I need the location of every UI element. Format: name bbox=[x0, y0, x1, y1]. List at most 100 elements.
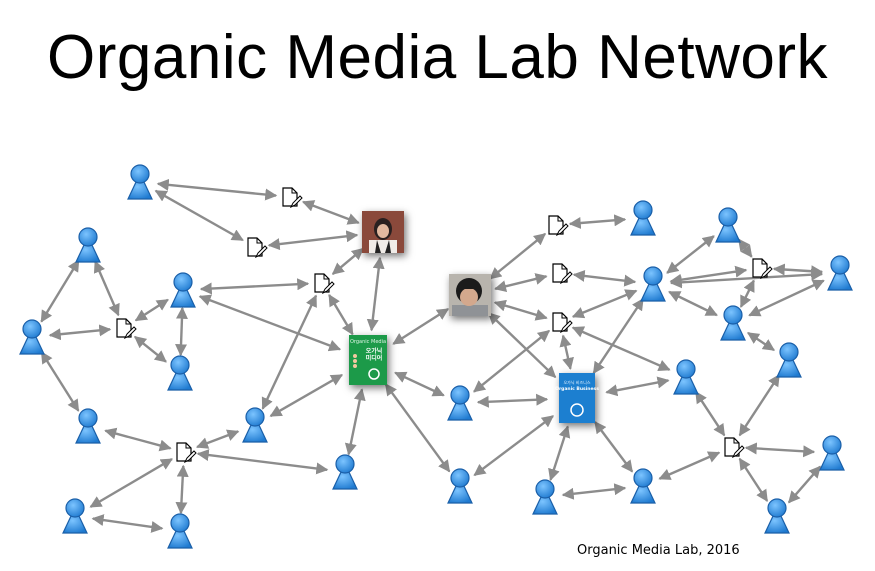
edge-P3-D3 bbox=[199, 278, 310, 295]
edge-D5-P8 bbox=[196, 449, 329, 475]
document-edit-icon[interactable] bbox=[552, 312, 573, 334]
edge-P17-P18 bbox=[747, 331, 775, 352]
edge-D5-P7 bbox=[195, 429, 240, 449]
edge-P15-P17 bbox=[668, 290, 718, 317]
edge-D2-F1 bbox=[267, 230, 359, 251]
edge-D5-P9 bbox=[89, 458, 173, 508]
person-icon[interactable] bbox=[332, 454, 358, 490]
document-edit-icon[interactable] bbox=[314, 273, 335, 295]
edge-D10-P22 bbox=[744, 442, 816, 458]
person-icon[interactable] bbox=[715, 207, 741, 243]
person-icon[interactable] bbox=[827, 255, 853, 291]
edge-D4-P4 bbox=[48, 324, 112, 341]
person-icon[interactable] bbox=[532, 479, 558, 515]
edge-D9-P16 bbox=[772, 263, 824, 278]
document-edit-icon[interactable] bbox=[552, 263, 573, 285]
edge-P7-G bbox=[269, 373, 344, 418]
caption: Organic Media Lab, 2016 bbox=[577, 543, 740, 558]
person-icon[interactable] bbox=[447, 468, 473, 504]
person-icon[interactable] bbox=[819, 435, 845, 471]
edge-P7-D3 bbox=[261, 294, 318, 410]
edge-P12-B bbox=[473, 415, 554, 477]
profile-photo-man[interactable] bbox=[449, 274, 491, 316]
edge-D5-P10 bbox=[175, 464, 189, 515]
edge-P3-G bbox=[198, 294, 342, 352]
person-icon[interactable] bbox=[242, 407, 268, 443]
edge-D3-G bbox=[328, 293, 354, 336]
edge-P2-P4 bbox=[40, 259, 80, 323]
book-title-ko: 오가닉 비즈니스 bbox=[563, 379, 590, 385]
book-title-ko: 미디어 bbox=[366, 354, 383, 362]
edge-P15-P14 bbox=[666, 235, 715, 274]
person-icon[interactable] bbox=[630, 200, 656, 236]
edge-G-F2 bbox=[392, 307, 450, 345]
edge-P15-P16 bbox=[669, 268, 824, 289]
edge-P14-D9 bbox=[737, 238, 753, 258]
edge-B-P19 bbox=[605, 376, 670, 397]
document-edit-icon[interactable] bbox=[116, 318, 137, 340]
person-icon[interactable] bbox=[630, 468, 656, 504]
person-icon[interactable] bbox=[75, 227, 101, 263]
edge-P20-P21 bbox=[561, 483, 627, 500]
edge-D10-P23 bbox=[738, 457, 769, 502]
document-edit-icon[interactable] bbox=[176, 442, 197, 464]
edge-P17-P16 bbox=[748, 279, 825, 317]
book-title-en: Organic Media bbox=[350, 339, 386, 345]
document-edit-icon[interactable] bbox=[752, 258, 773, 280]
edge-D10-P18 bbox=[738, 374, 781, 437]
edge-P1-D1 bbox=[156, 178, 278, 201]
document-edit-icon[interactable] bbox=[247, 237, 268, 259]
edge-D8-P19 bbox=[571, 326, 671, 371]
person-icon[interactable] bbox=[167, 355, 193, 391]
person-icon[interactable] bbox=[62, 498, 88, 534]
person-icon[interactable] bbox=[720, 305, 746, 341]
edge-B-P20 bbox=[548, 425, 571, 482]
edge-P3-D4 bbox=[134, 298, 169, 322]
edge-P11-D8 bbox=[473, 329, 551, 393]
edge-F2-D6 bbox=[489, 232, 547, 280]
edge-P19-D10 bbox=[694, 391, 726, 437]
edge-P22-P23 bbox=[787, 465, 822, 504]
document-edit-icon[interactable] bbox=[548, 215, 569, 237]
person-icon[interactable] bbox=[673, 359, 699, 395]
person-icon[interactable] bbox=[127, 164, 153, 200]
edge-D8-B bbox=[559, 334, 574, 370]
edge-B-P15 bbox=[592, 297, 645, 375]
person-icon[interactable] bbox=[75, 408, 101, 444]
person-icon[interactable] bbox=[167, 513, 193, 549]
book-title-ko: 오가닉 bbox=[366, 347, 383, 355]
edge-P2-D4 bbox=[93, 260, 120, 317]
edge-P4-P6 bbox=[40, 351, 80, 412]
person-icon[interactable] bbox=[447, 385, 473, 421]
document-edit-icon[interactable] bbox=[282, 187, 303, 209]
document-edit-icon[interactable] bbox=[724, 437, 745, 459]
edge-D8-P15 bbox=[571, 289, 638, 319]
edge-P21-D10 bbox=[658, 451, 721, 480]
edge-D9-P17 bbox=[739, 279, 755, 308]
edge-P1-D2 bbox=[154, 189, 244, 242]
profile-photo-woman[interactable] bbox=[362, 211, 404, 253]
person-icon[interactable] bbox=[764, 498, 790, 534]
edge-G-P12 bbox=[384, 383, 451, 473]
edge-P9-P10 bbox=[91, 514, 164, 533]
edge-P6-D5 bbox=[104, 427, 172, 452]
edge-B-P21 bbox=[594, 421, 634, 473]
person-icon[interactable] bbox=[640, 266, 666, 302]
person-icon[interactable] bbox=[19, 319, 45, 355]
person-icon[interactable] bbox=[170, 272, 196, 308]
edge-G-P8 bbox=[344, 388, 366, 456]
slide-title: Organic Media Lab Network bbox=[47, 23, 828, 92]
edge-D4-P5 bbox=[133, 335, 167, 363]
edge-F2-D8 bbox=[493, 299, 548, 321]
edge-F1-G bbox=[366, 256, 385, 332]
edge-P11-B bbox=[476, 393, 549, 408]
edge-D6-P13 bbox=[568, 214, 627, 229]
edge-F2-D7 bbox=[494, 273, 548, 293]
book-title-en: Organic Business bbox=[555, 386, 599, 392]
edge-P3-P5 bbox=[175, 306, 188, 357]
person-icon[interactable] bbox=[776, 342, 802, 378]
